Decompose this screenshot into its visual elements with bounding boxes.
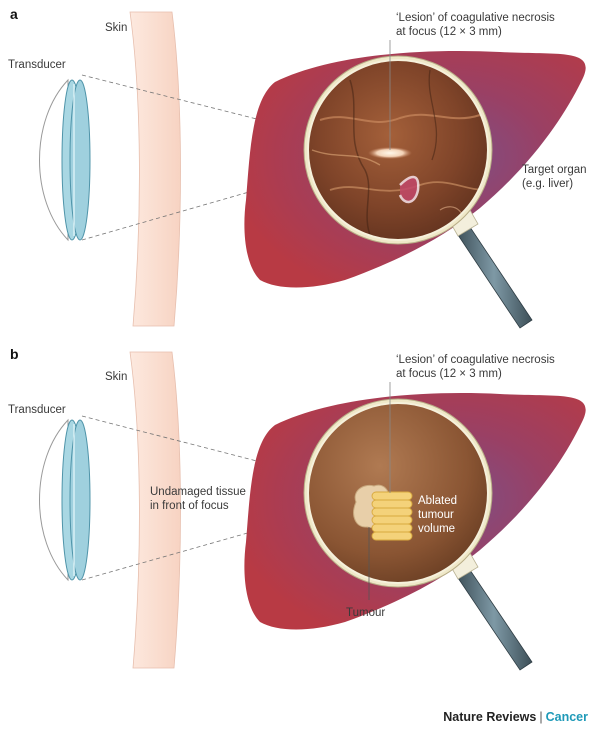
skin-label: Skin [105, 371, 128, 383]
transducer-label: Transducer [8, 59, 66, 71]
lesion-label-line1: ‘Lesion’ of coagulative necrosis [396, 354, 555, 366]
panel-b-letter: b [10, 346, 19, 362]
lesion-label-line2: at focus (12 × 3 mm) [396, 368, 502, 380]
lesion-focus [368, 147, 412, 159]
journal-credit: Nature Reviews|Cancer [443, 710, 588, 724]
transducer-label: Transducer [8, 404, 66, 416]
ablated-tumour-volume [371, 491, 413, 541]
tumour-label: Tumour [346, 607, 386, 619]
skin-label: Skin [105, 22, 128, 34]
transducer [39, 78, 91, 242]
skin-layer [129, 11, 181, 327]
magnifier-handle [449, 209, 533, 329]
target-organ-label: Target organ [522, 164, 587, 176]
undamaged-tissue-detail: in front of focus [150, 500, 229, 512]
target-organ-example: (e.g. liver) [522, 178, 574, 190]
ablated-label-line3: volume [418, 523, 456, 535]
ablated-label-line1: Ablated [418, 495, 458, 507]
lesion-label-line1: ‘Lesion’ of coagulative necrosis [396, 12, 555, 24]
panel-a-letter: a [10, 6, 18, 22]
publisher-name: Nature Reviews [443, 710, 537, 724]
magnifier-handle [449, 552, 533, 671]
credit-separator: | [539, 710, 543, 724]
lesion-label-line2: at focus (12 × 3 mm) [396, 26, 502, 38]
journal-name: Cancer [545, 710, 588, 724]
transducer [39, 418, 91, 582]
panel-a [39, 11, 586, 329]
ablated-label-line2: tumour [418, 509, 454, 521]
skin-layer [129, 351, 181, 669]
panel-b [39, 351, 586, 671]
undamaged-tissue-label: Undamaged tissue [150, 486, 246, 498]
magnifier-lens [303, 55, 493, 245]
